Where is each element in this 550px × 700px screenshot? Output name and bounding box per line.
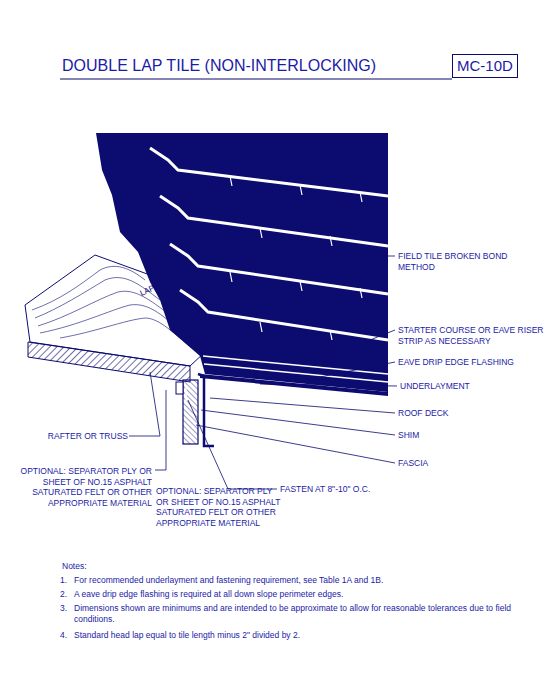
note-text: A eave drip edge flashing is required at… [74, 589, 529, 600]
tile-joints [230, 176, 362, 340]
callout-label: STARTER COURSE OR EAVE RISER STRIP AS NE… [398, 325, 544, 346]
drip-edge-flashing [198, 374, 214, 446]
underlayment [200, 374, 388, 396]
note-text: For recommended underlayment and fasteni… [74, 575, 529, 586]
callout-label: RAFTER OR TRUSS [40, 431, 128, 442]
callout-label: OPTIONAL: SEPARATOR PLY OR SHEET OF NO.1… [16, 466, 152, 508]
fascia [183, 380, 198, 444]
tile-courses [150, 148, 388, 340]
shim [176, 382, 183, 394]
callout-label: UNDERLAYMENT [400, 381, 546, 392]
callout-label: FIELD TILE BROKEN BOND METHOD [398, 251, 520, 272]
drawing-number-box: MC-10D [452, 54, 518, 78]
field-tile [96, 133, 388, 392]
note-text: Dimensions shown are minimums and are in… [74, 603, 529, 624]
notes-heading: Notes: [62, 561, 142, 572]
note-number: 2. [60, 589, 74, 600]
note-text: Standard head lap equal to tile length m… [74, 630, 529, 641]
note-number: 3. [60, 603, 74, 614]
diagram-title: DOUBLE LAP TILE (NON-INTERLOCKING) [62, 57, 376, 75]
fastener [185, 386, 187, 402]
leader-lines [129, 256, 397, 489]
note-number: 4. [60, 630, 74, 641]
callout-label: SHIM [398, 430, 544, 441]
callout-label: OPTIONAL: SEPARATOR PLY OR SHEET OF NO.1… [156, 486, 284, 528]
rafter [28, 342, 190, 382]
callout-label: ROOF DECK [398, 408, 544, 419]
note-number: 1. [60, 575, 74, 586]
callout-label: FASCIA [398, 458, 544, 469]
callout-label: FASTEN AT 8"-10" O.C. [280, 484, 420, 495]
callout-label: EAVE DRIP EDGE FLASHING [398, 357, 544, 368]
drawing-number: MC-10D [457, 56, 513, 76]
title-rule [60, 78, 452, 79]
